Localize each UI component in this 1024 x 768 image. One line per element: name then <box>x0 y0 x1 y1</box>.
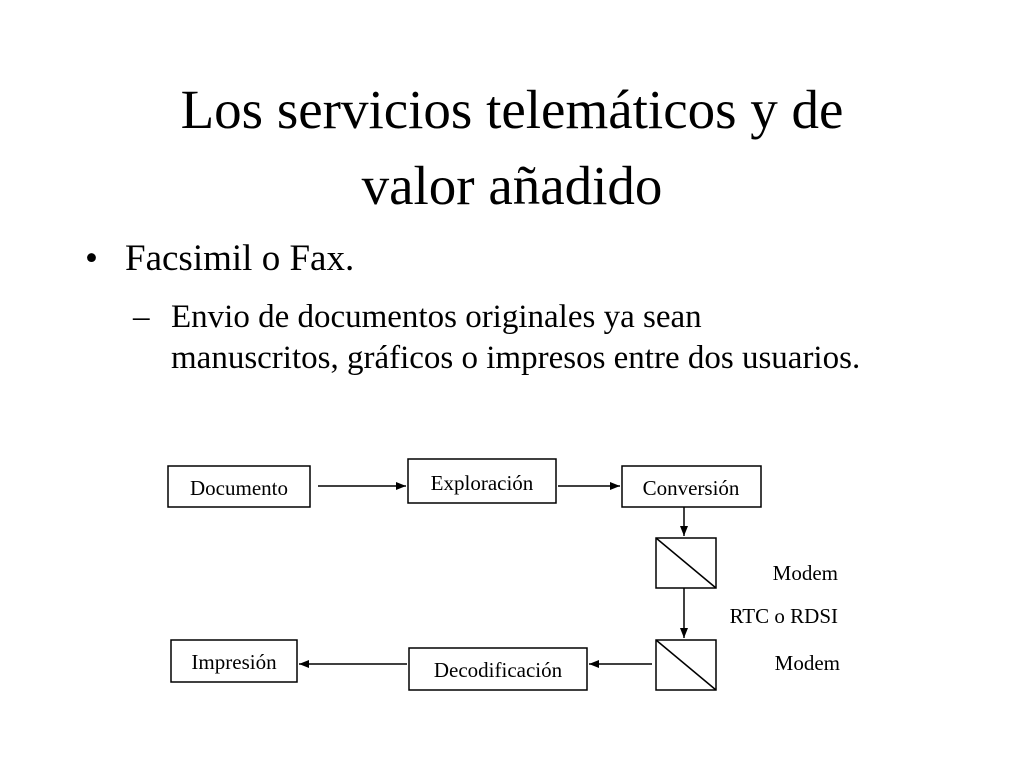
box-documento-label: Documento <box>190 476 288 500</box>
label-modem-top: Modem <box>773 561 838 585</box>
sub-bullet-description: – Envio de documentos originales ya sean… <box>133 297 873 379</box>
box-exploracion: Exploración <box>407 458 557 504</box>
bullet-text: Facsimil o Fax. <box>125 238 355 279</box>
box-documento: Documento <box>167 465 311 508</box>
label-modem-bottom: Modem <box>775 651 840 675</box>
dash-marker: – <box>133 299 150 335</box>
title-line-2: valor añadido <box>361 155 663 216</box>
label-network: RTC o RDSI <box>730 604 838 628</box>
modem-icon-top <box>655 537 717 589</box>
box-conversion: Conversión <box>621 465 762 508</box>
box-impresion: Impresión <box>170 639 298 683</box>
title-line-1: Los servicios telemáticos y de <box>180 79 844 140</box>
bullet-fax: • Facsimil o Fax. <box>85 236 354 282</box>
slide-title: Los servicios telemáticos y de valor aña… <box>0 72 1024 224</box>
bullet-marker: • <box>85 238 98 279</box>
sub-bullet-text: Envio de documentos originales ya sean m… <box>171 299 861 376</box>
box-exploracion-label: Exploración <box>431 471 534 495</box>
box-decodificacion: Decodificación <box>408 647 588 691</box>
box-impresion-label: Impresión <box>191 650 277 674</box>
box-decodificacion-label: Decodificación <box>434 658 563 682</box>
modem-icon-bottom <box>655 639 717 691</box>
box-conversion-label: Conversión <box>643 476 740 500</box>
